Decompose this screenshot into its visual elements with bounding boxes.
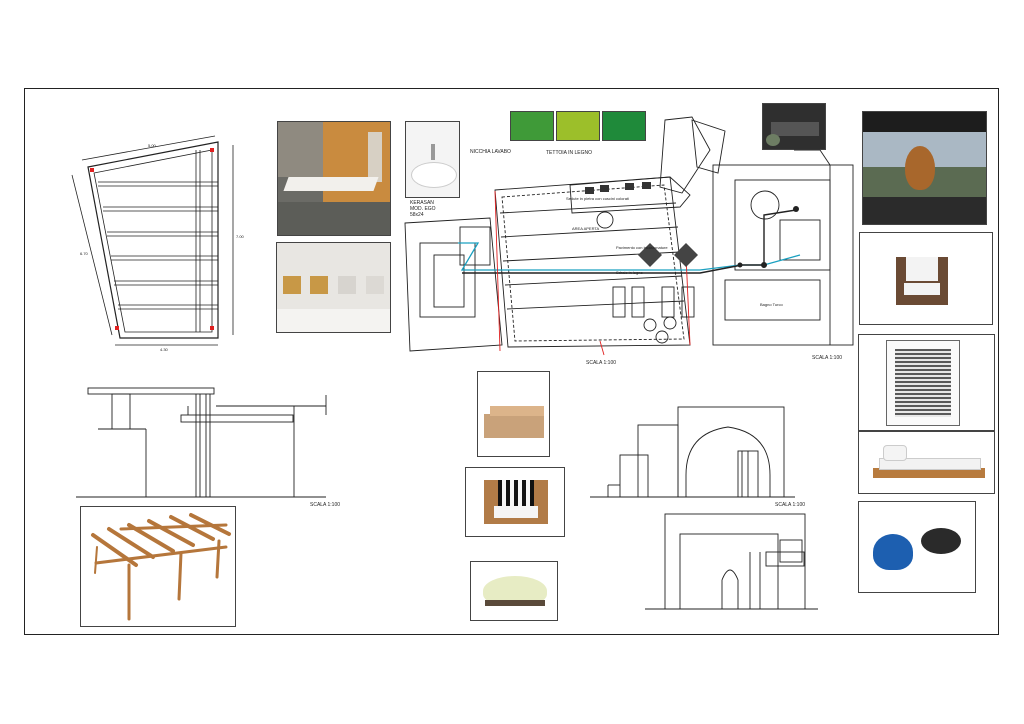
scale-label-room: SCALA 1:100 <box>812 355 843 361</box>
drawing-sheet-frame <box>24 88 999 635</box>
photo-wicker-armchair <box>859 232 993 325</box>
scale-label-left-section: SCALA 1:100 <box>310 502 341 508</box>
dome-elevation <box>590 406 795 498</box>
niche-elevation <box>645 513 818 610</box>
photo-chairs-row <box>276 242 391 333</box>
left-section-elevation <box>76 387 327 498</box>
photo-wooden-table <box>477 371 550 457</box>
label-kerasan-1: KERASAN <box>410 200 434 206</box>
pergola-3d-render <box>80 506 236 627</box>
label-kerasan-2: MOD. EGO <box>410 206 436 212</box>
plan-note-loungers: Sdraio in legno <box>616 270 643 275</box>
photo-round-pouf <box>470 561 558 621</box>
photo-daybed <box>858 431 995 494</box>
plan-note-open-area: AREA APERTA <box>572 226 600 231</box>
pergola-plan: 5.00 7.00 6.70 4.30 <box>71 135 245 352</box>
svg-text:6.70: 6.70 <box>80 251 89 256</box>
label-kerasan-3: 58x24 <box>410 212 424 218</box>
svg-text:5.00: 5.00 <box>148 143 157 148</box>
svg-text:4.30: 4.30 <box>160 347 169 352</box>
plan-note-turkish-bath: Bagno Turco <box>760 302 783 307</box>
svg-text:7.00: 7.00 <box>236 234 245 239</box>
scale-label-right-section: SCALA 1:100 <box>775 502 806 508</box>
photo-branch-art <box>858 334 995 431</box>
label-nicchia-lavabo: NICCHIA LAVABO <box>470 149 511 155</box>
photo-blue-pouf-chair <box>858 501 976 593</box>
photo-kerasan-basin <box>405 121 460 198</box>
photo-hanging-chair-lake <box>862 111 987 225</box>
swatch-green-2 <box>556 111 600 141</box>
photo-stone-wall <box>762 103 826 150</box>
pergola-wood-frame <box>91 513 231 621</box>
plan-note-pavement: Pavimento con incastonature <box>616 245 668 250</box>
scale-label-plan: SCALA 1:100 <box>586 360 617 366</box>
photo-striped-armchair <box>465 467 565 537</box>
plan-note-seating: Sedute in pietra con cuscini colorati <box>566 196 629 201</box>
floor-plan <box>404 116 854 356</box>
swatch-green-1 <box>510 111 554 141</box>
label-tettoia-legno: TETTOIA IN LEGNO <box>546 150 593 156</box>
swatch-green-3 <box>602 111 646 141</box>
photo-relax-lounger <box>277 121 391 236</box>
